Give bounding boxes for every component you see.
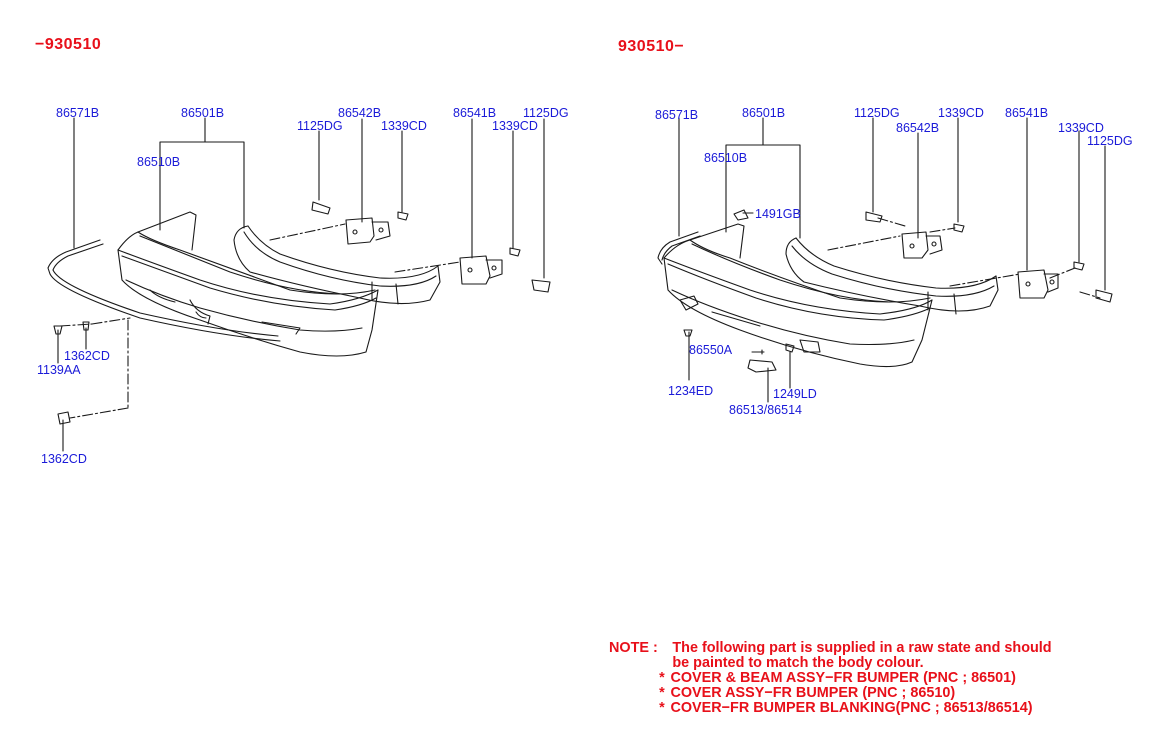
left-bumper-cover	[117, 211, 379, 357]
part-label-86542b[interactable]: 86542B	[338, 106, 382, 120]
part-label-86542b[interactable]: 86542B	[896, 121, 940, 135]
part-label-86541b[interactable]: 86541B	[453, 106, 497, 120]
part-label-86541b[interactable]: 86541B	[1005, 106, 1049, 120]
note-line-1: The following part is supplied in a raw …	[672, 639, 1052, 656]
note-line-2: be painted to match the body colour.	[672, 654, 924, 671]
part-label-86501b[interactable]: 86501B	[742, 106, 786, 120]
note-bullet: *	[659, 699, 665, 716]
part-label-1362cd[interactable]: 1362CD	[41, 452, 87, 466]
part-label-86550a[interactable]: 86550A	[689, 343, 733, 357]
part-label-1125dg[interactable]: 1125DG	[854, 106, 900, 120]
part-label-1491gb[interactable]: 1491GB	[755, 207, 801, 221]
left-leader-lines	[57, 117, 545, 452]
paint-note: NOTE : The following part is supplied in …	[609, 640, 1052, 715]
right-bumper-cover	[663, 209, 933, 373]
note-heading: NOTE :	[609, 639, 658, 656]
note-item-86501: COVER & BEAM ASSY−FR BUMPER (PNC ; 86501…	[670, 669, 1016, 686]
part-label-1339cd[interactable]: 1339CD	[381, 119, 427, 133]
part-label-86510b[interactable]: 86510B	[137, 155, 181, 169]
part-label-1125dg[interactable]: 1125DG	[297, 119, 343, 133]
part-label-1339cd[interactable]: 1339CD	[1058, 121, 1104, 135]
part-label-1234ed[interactable]: 1234ED	[668, 384, 714, 398]
right-leader-lines	[678, 117, 1106, 403]
part-label-86571b[interactable]: 86571B	[56, 106, 100, 120]
right-absorber-beam	[785, 237, 999, 315]
left-brackets	[53, 201, 551, 425]
part-label-1249ld[interactable]: 1249LD	[773, 387, 817, 401]
range-left-header: −930510	[35, 36, 102, 53]
right-brackets	[865, 211, 1113, 303]
part-label-86501b[interactable]: 86501B	[181, 106, 225, 120]
note-item-86513-86514: COVER−FR BUMPER BLANKING(PNC ; 86513/865…	[670, 699, 1033, 716]
left-guides	[59, 223, 461, 419]
right-guides	[827, 217, 1101, 299]
part-label-1339cd[interactable]: 1339CD	[492, 119, 538, 133]
part-label-1362cd[interactable]: 1362CD	[64, 349, 110, 363]
part-label-1125dg[interactable]: 1125DG	[523, 106, 569, 120]
note-bullet: *	[659, 684, 665, 701]
part-label-1139aa[interactable]: 1139AA	[37, 363, 81, 377]
left-strip	[47, 239, 281, 342]
note-item-86510: COVER ASSY−FR BUMPER (PNC ; 86510)	[670, 684, 956, 701]
part-label-86510b[interactable]: 86510B	[704, 151, 748, 165]
range-right-header: 930510−	[618, 38, 685, 55]
note-bullet: *	[659, 669, 665, 686]
part-label-1339cd[interactable]: 1339CD	[938, 106, 984, 120]
right-strip	[657, 231, 701, 265]
part-label-86513-86514[interactable]: 86513/86514	[729, 403, 802, 417]
part-label-1125dg[interactable]: 1125DG	[1087, 134, 1133, 148]
left-absorber-beam	[233, 225, 441, 305]
part-label-86571b[interactable]: 86571B	[655, 108, 699, 122]
